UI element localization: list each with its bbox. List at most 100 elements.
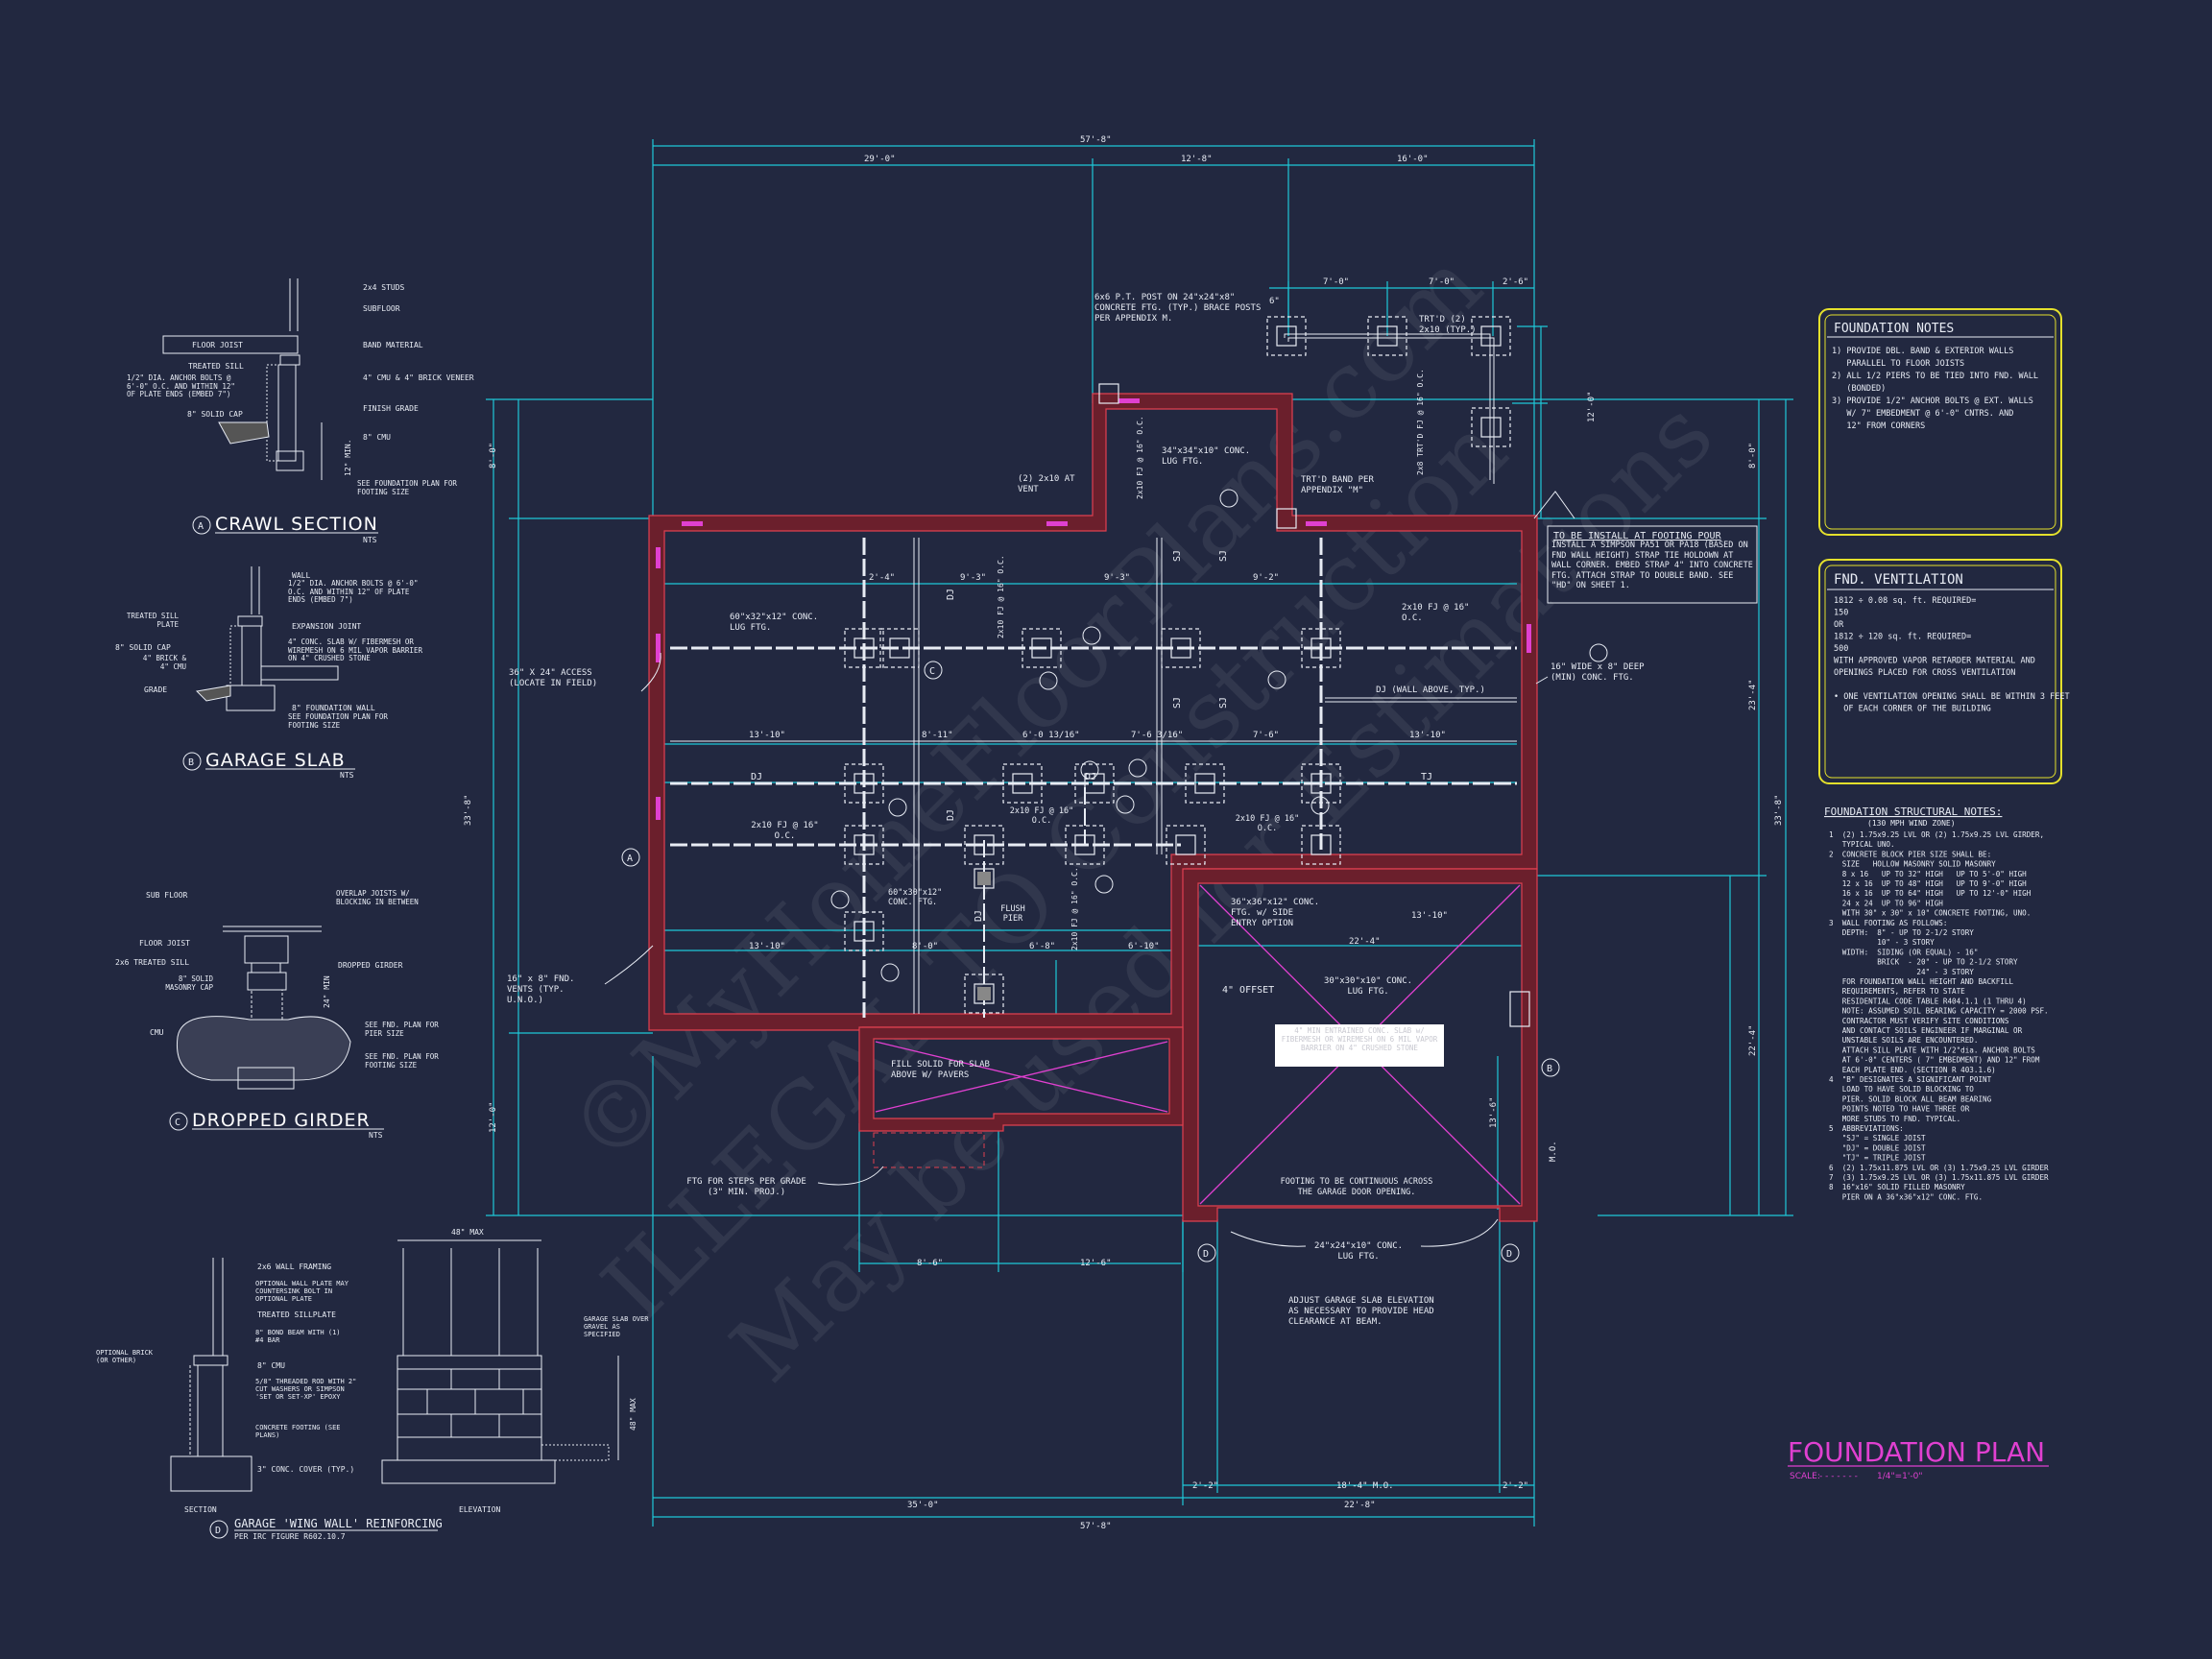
grid-bubble-a: A [627,854,633,864]
structural-note-line-1: TYPICAL UNO. [1829,840,1895,849]
wingwall-label-2: TREATED SILLPLATE [257,1310,336,1319]
svg-text:- - - - - - -: - - - - - - - [1819,1472,1858,1481]
fj-mid3-note: 2x10 FJ @ 16" O.C. [1236,814,1300,833]
wingwall-label-gravel: GARAGE SLAB OVER GRAVEL AS SPECIFIED [584,1315,648,1338]
dim-right-overall: 33'-8" [1774,794,1784,826]
dim-in-1: 2'-4" [869,573,895,583]
deep-ftg-note: 16" WIDE x 8" DEEP (MIN) CONC. FTG. [1551,662,1645,683]
garage-title: GARAGE SLAB [205,750,346,771]
dim-deck-c: 2'-6" [1503,277,1528,287]
sheet-title: FOUNDATION PLAN [1788,1436,2045,1468]
girder-label-footing: SEE FND. PLAN FOR FOOTING SIZE [365,1053,439,1069]
structural-note-line-8: WITH 30" x 30" x 10" CONCRETE FOOTING, U… [1829,909,2031,918]
sheet-scale-value: 1/4"=1'-0" [1877,1472,1922,1481]
foundation-note-line-6: 12" FROM CORNERS [1832,421,1925,431]
dim-in-9: 7'-6" [1253,731,1279,740]
structural-note-line-11: 10" - 3 STORY [1829,938,1935,947]
structural-note-line-17: RESIDENTIAL CODE TABLE R404.1.1 (1 THRU … [1829,997,2027,1005]
fill-solid-note: FILL SOLID FOR SLAB ABOVE W/ PAVERS [891,1060,990,1080]
dim-in-2: 9'-3" [960,573,986,583]
structural-note-line-13: BRICK - 20" - UP TO 2-1/2 STORY [1829,958,2018,967]
fj-right-note: 2x10 FJ @ 16" O.C. [1402,603,1469,623]
wingwall-label-rod: 5/8" THREADED ROD WITH 2" CUT WASHERS OR… [255,1378,356,1401]
post-note: 6x6 P.T. POST ON 24"x24"x8" CONCRETE FTG… [1094,293,1261,324]
dim-in-15: 13'-10" [1411,911,1448,921]
ventilation-line-6: OPENINGS PLACED FOR CROSS VENTILATION [1834,668,2015,678]
ventilation-line-4: 500 [1834,644,1848,654]
dim-in-4: 9'-2" [1253,573,1279,583]
dim-deck-b: 7'-0" [1429,277,1455,287]
foundation-note-line-5: W/ 7" EMBEDMENT @ 6'-0" CNTRS. AND [1832,409,2013,419]
structural-note-line-23: AT 6'-0" CENTERS ( 7" EMBEDMENT) AND 12"… [1829,1056,2040,1065]
porch-foundation-wall [858,1026,1184,1132]
dj-label-5: DJ [1085,772,1096,782]
dim-right-low: 22'-4" [1748,1024,1758,1056]
dim-in-14: 6'-10" [1128,942,1160,951]
dim-in-11: 13'-10" [749,942,785,951]
foundation-walls [648,333,1538,1222]
structural-note-line-37: PIER ON A 36"x36"x12" CONC. FTG. [1829,1192,1983,1201]
dim-top-left: 29'-0" [864,155,896,164]
foundation-note-line-2: 2) ALL 1/2 PIERS TO BE TIED INTO FND. WA… [1832,372,2038,381]
grid-bubble-d-left: D [1203,1249,1209,1260]
garage-label-anchor: 1/2" DIA. ANCHOR BOLTS @ 6'-0" O.C. AND … [288,580,418,604]
dim-garage-d: 13'-6" [1489,1096,1499,1128]
ventilation-line-5: WITH APPROVED VAPOR RETARDER MATERIAL AN… [1834,657,2035,666]
note-bubbles [830,489,1608,982]
foundation-note-line-3: (BONDED) [1832,384,1886,394]
dim-right-top: 8'-0" [1748,443,1758,469]
structural-note-line-30: 5 ABBREVIATIONS: [1829,1124,1904,1133]
structural-note-line-27: PIER. SOLID BLOCK ALL BEAM BEARING [1829,1094,1992,1103]
structural-notes-subtitle: (130 MPH WIND ZONE) [1867,819,1956,828]
dim-garage-w: 22'-4" [1349,937,1381,947]
crawl-label-4: TREATED SILL [188,362,244,371]
dim-in-13: 6'-8" [1029,942,1055,951]
girder-title: DROPPED GIRDER [192,1110,371,1131]
girder-label-pier: SEE FND. PLAN FOR PIER SIZE [365,1022,439,1037]
foundation-note-line-1: PARALLEL TO FLOOR JOISTS [1832,359,1964,369]
structural-note-line-15: FOR FOUNDATION WALL HEIGHT AND BACKFILL [1829,977,2013,986]
dimension-text: 57'-8" 29'-0" 12'-8" 16'-0" 7'-0" 7'-0" … [464,135,1784,1531]
crawl-label-10: 12" MIN. [344,439,352,476]
structural-note-line-9: 3 WALL FOOTING AS FOLLOWS: [1829,919,1947,927]
garage-label-7: GRADE [144,685,167,694]
fj-lower-note: 2x10 FJ @ 16" O.C. [1070,867,1079,950]
wingwall-sub: PER IRC FIGURE R602.10.7 [234,1532,346,1541]
steps-note: FTG FOR STEPS PER GRADE (3" MIN. PROJ.) [686,1177,806,1197]
dim-bottom-c: 2'-2" [1503,1481,1528,1491]
vent-2x10-note: (2) 2x10 AT VENT [1018,474,1075,494]
girder-label-6: 24" MIN [323,975,331,1008]
dim-right-deck: 12'-0" [1587,391,1597,422]
garage-label-8: 8" FOUNDATION WALL [292,704,375,712]
dj-label-1: DJ [946,589,956,600]
sj-label-1: SJ [1172,550,1183,562]
structural-note-line-7: 24 x 24 UP TO 96" HIGH [1829,899,1943,907]
detail-garage-slab: B GARAGE SLAB NTS WALL 1/2" DIA. ANCHOR … [115,566,422,780]
structural-note-line-35: 7 (3) 1.75x9.25 LVL OR (3) 1.75x11.875 L… [1829,1173,2049,1182]
structural-notes-list: 1 (2) 1.75x9.25 LVL OR (2) 1.75x9.25 LVL… [1829,830,2049,1201]
girder-label-7: CMU [150,1028,164,1037]
garage-letter: B [188,757,194,768]
vents-note: 16" x 8" FND. VENTS (TYP. U.N.O.) [507,974,574,1003]
structural-note-line-21: UNSTABLE SOILS ARE ENCOUNTERED. [1829,1036,1978,1045]
garage-label-sill: TREATED SILL PLATE [127,613,179,628]
offset-note: 4" OFFSET [1222,985,1274,996]
dimension-lines [486,139,1793,1527]
ventilation-line-1: 150 [1834,609,1848,618]
garage-slab-note: 4" MIN ENTRAINED CONC. SLAB w/ FIBERMESH… [1282,1026,1438,1052]
dim-garage-mo: M.O. [1549,1141,1558,1162]
crawl-label-2: FLOOR JOIST [192,341,243,349]
structural-note-line-33: "TJ" = TRIPLE JOIST [1829,1154,1926,1163]
dim-left-top: 8'-0" [489,443,498,469]
flush-pier-note: FLUSH PIER [1000,904,1025,924]
dim-deck-d: 6" [1269,297,1280,306]
trtd-fj-note: 2x8 TRT'D FJ @ 16" O.C. [1416,369,1425,475]
trtd-band-note: TRT'D BAND PER APPENDIX "M" [1301,475,1374,495]
structural-note-line-10: DEPTH: 8" - UP TO 2-1/2 STORY [1829,928,1974,937]
girder-label-2: FLOOR JOIST [139,939,190,948]
dj-label-4: DJ [751,772,762,782]
girder-label-0: SUB FLOOR [146,891,188,900]
wingwall-label-bond: 8" BOND BEAM WITH (1) #4 BAR [255,1329,341,1344]
